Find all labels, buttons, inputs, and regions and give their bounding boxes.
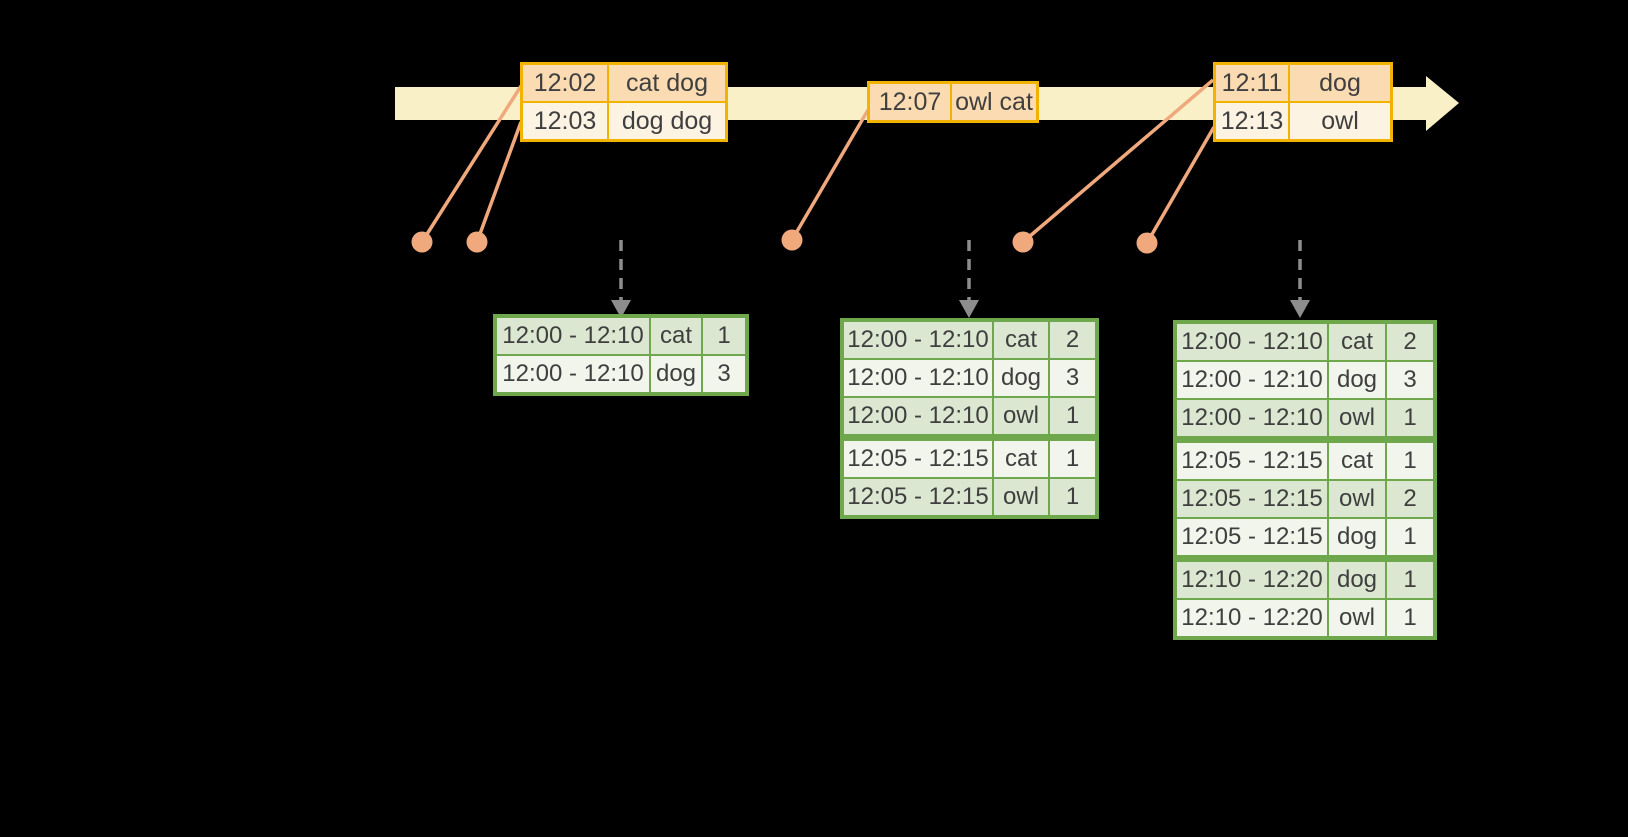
result-window-cell: 12:05 - 12:15 xyxy=(844,441,992,477)
result-window-cell: 12:05 - 12:15 xyxy=(1177,481,1327,517)
result-table-3: 12:00 - 12:10 cat 2 12:00 - 12:10 dog 3 … xyxy=(1173,320,1437,640)
result-word-cell: cat xyxy=(649,318,701,354)
result-row: 12:00 - 12:10 dog 3 xyxy=(844,358,1095,396)
result-count-cell: 1 xyxy=(1048,479,1095,515)
result-row: 12:00 - 12:10 owl 1 xyxy=(1177,398,1433,436)
event-dot-icon xyxy=(1136,232,1158,254)
result-word-cell: cat xyxy=(992,441,1048,477)
event-time-cell: 12:03 xyxy=(523,103,607,139)
result-word-cell: cat xyxy=(1327,324,1385,360)
event-leader-lines xyxy=(420,78,1216,244)
result-window-cell: 12:00 - 12:10 xyxy=(497,318,649,354)
result-window-cell: 12:00 - 12:10 xyxy=(1177,324,1327,360)
event-time-cell: 12:13 xyxy=(1216,103,1288,139)
result-table-1: 12:00 - 12:10 cat 1 12:00 - 12:10 dog 3 xyxy=(493,314,749,396)
result-row: 12:05 - 12:15 owl 2 xyxy=(1177,479,1433,517)
trigger-arrowhead-icon xyxy=(959,300,979,318)
event-dot-icon xyxy=(466,231,488,253)
result-count-cell: 1 xyxy=(1385,443,1433,479)
result-window-cell: 12:10 - 12:20 xyxy=(1177,562,1327,598)
result-count-cell: 3 xyxy=(1385,362,1433,398)
event-words-cell: dog dog xyxy=(607,103,725,139)
event-words-cell: owl cat xyxy=(950,84,1036,120)
result-window-cell: 12:00 - 12:10 xyxy=(844,360,992,396)
result-row: 12:05 - 12:15 cat 1 xyxy=(1177,436,1433,479)
leader-line-1213 xyxy=(1145,126,1216,244)
result-row: 12:00 - 12:10 cat 2 xyxy=(1177,324,1433,360)
timeline-arrow-icon xyxy=(1426,76,1459,131)
trigger-arrowhead-icon xyxy=(611,300,631,318)
result-table-2: 12:00 - 12:10 cat 2 12:00 - 12:10 dog 3 … xyxy=(840,318,1099,519)
result-window-cell: 12:05 - 12:15 xyxy=(1177,443,1327,479)
event-table-1202: 12:02 cat dog 12:03 dog dog xyxy=(520,62,728,142)
result-word-cell: owl xyxy=(1327,481,1385,517)
trigger-arrowhead-icon xyxy=(1290,300,1310,318)
event-table-1211: 12:11 dog 12:13 owl xyxy=(1213,62,1393,142)
result-count-cell: 1 xyxy=(1385,562,1433,598)
leader-line-1211 xyxy=(1021,78,1215,244)
result-row: 12:00 - 12:10 dog 3 xyxy=(497,354,745,392)
result-row: 12:05 - 12:15 owl 1 xyxy=(844,477,1095,515)
event-time-cell: 12:07 xyxy=(870,84,950,120)
result-window-cell: 12:00 - 12:10 xyxy=(844,322,992,358)
result-window-cell: 12:00 - 12:10 xyxy=(844,398,992,434)
trigger-arrowheads xyxy=(611,300,1310,318)
event-words-cell: owl xyxy=(1288,103,1390,139)
result-row: 12:05 - 12:15 dog 1 xyxy=(1177,517,1433,555)
result-window-cell: 12:05 - 12:15 xyxy=(844,479,992,515)
result-count-cell: 2 xyxy=(1385,481,1433,517)
event-time-cell: 12:02 xyxy=(523,65,607,101)
event-row: 12:07 owl cat xyxy=(870,84,1036,120)
result-window-cell: 12:00 - 12:10 xyxy=(1177,362,1327,398)
event-dot-icon xyxy=(411,231,433,253)
trigger-arrows xyxy=(619,240,1302,300)
result-row: 12:05 - 12:15 cat 1 xyxy=(844,434,1095,477)
result-word-cell: dog xyxy=(1327,362,1385,398)
event-row: 12:02 cat dog xyxy=(523,65,725,101)
result-row: 12:00 - 12:10 owl 1 xyxy=(844,396,1095,434)
event-dots xyxy=(411,229,1158,254)
result-row: 12:00 - 12:10 cat 2 xyxy=(844,322,1095,358)
result-count-cell: 1 xyxy=(1385,519,1433,555)
result-window-cell: 12:00 - 12:10 xyxy=(497,356,649,392)
result-count-cell: 1 xyxy=(1385,400,1433,436)
result-word-cell: dog xyxy=(1327,562,1385,598)
result-word-cell: owl xyxy=(1327,400,1385,436)
result-word-cell: owl xyxy=(1327,600,1385,636)
event-words-cell: dog xyxy=(1288,65,1390,101)
leader-line-1203 xyxy=(475,121,523,243)
result-count-cell: 2 xyxy=(1048,322,1095,358)
leader-line-1202 xyxy=(420,85,523,243)
result-word-cell: owl xyxy=(992,398,1048,434)
result-word-cell: cat xyxy=(992,322,1048,358)
event-row: 12:13 owl xyxy=(1216,101,1390,139)
result-word-cell: owl xyxy=(992,479,1048,515)
result-count-cell: 1 xyxy=(1385,600,1433,636)
result-count-cell: 2 xyxy=(1385,324,1433,360)
event-row: 12:03 dog dog xyxy=(523,101,725,139)
result-window-cell: 12:10 - 12:20 xyxy=(1177,600,1327,636)
leader-line-1207 xyxy=(790,109,870,241)
result-count-cell: 3 xyxy=(701,356,745,392)
result-word-cell: cat xyxy=(1327,443,1385,479)
result-word-cell: dog xyxy=(649,356,701,392)
event-words-cell: cat dog xyxy=(607,65,725,101)
result-count-cell: 3 xyxy=(1048,360,1095,396)
result-count-cell: 1 xyxy=(1048,398,1095,434)
result-window-cell: 12:05 - 12:15 xyxy=(1177,519,1327,555)
event-dot-icon xyxy=(781,229,803,251)
result-row: 12:10 - 12:20 dog 1 xyxy=(1177,555,1433,598)
event-table-1207: 12:07 owl cat xyxy=(867,81,1039,123)
event-row: 12:11 dog xyxy=(1216,65,1390,101)
event-time-cell: 12:11 xyxy=(1216,65,1288,101)
result-word-cell: dog xyxy=(992,360,1048,396)
result-window-cell: 12:00 - 12:10 xyxy=(1177,400,1327,436)
result-count-cell: 1 xyxy=(701,318,745,354)
event-dot-icon xyxy=(1012,231,1034,253)
result-count-cell: 1 xyxy=(1048,441,1095,477)
result-row: 12:10 - 12:20 owl 1 xyxy=(1177,598,1433,636)
result-row: 12:00 - 12:10 cat 1 xyxy=(497,318,745,354)
result-row: 12:00 - 12:10 dog 3 xyxy=(1177,360,1433,398)
result-word-cell: dog xyxy=(1327,519,1385,555)
